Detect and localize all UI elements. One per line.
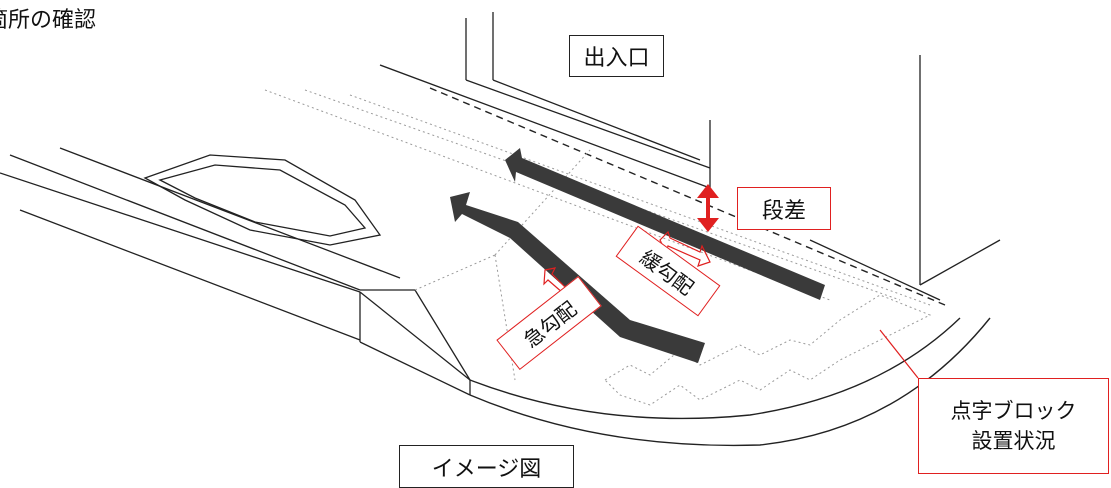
- step-label: 段差: [737, 187, 831, 230]
- page-heading: 箇所の確認: [0, 8, 97, 33]
- tactile-paving-label: 点字ブロック 設置状況: [918, 378, 1109, 474]
- planter-outline: [143, 154, 382, 246]
- dotted-guides: [264, 89, 932, 406]
- tactile-paving-label-line1: 点字ブロック: [950, 399, 1077, 423]
- tactile-paving-label-line2: 設置状況: [971, 429, 1056, 453]
- image-caption: イメージ図: [399, 445, 574, 488]
- entrance-label: 出入口: [569, 35, 664, 77]
- curb-lines: [0, 147, 471, 396]
- step-indicator-arrow: [697, 184, 719, 232]
- tactile-leader-line: [879, 329, 919, 379]
- building-facade: [379, 12, 1001, 301]
- slope-edge-dashed: [429, 87, 946, 306]
- gentle-slope-arrow: [505, 148, 825, 300]
